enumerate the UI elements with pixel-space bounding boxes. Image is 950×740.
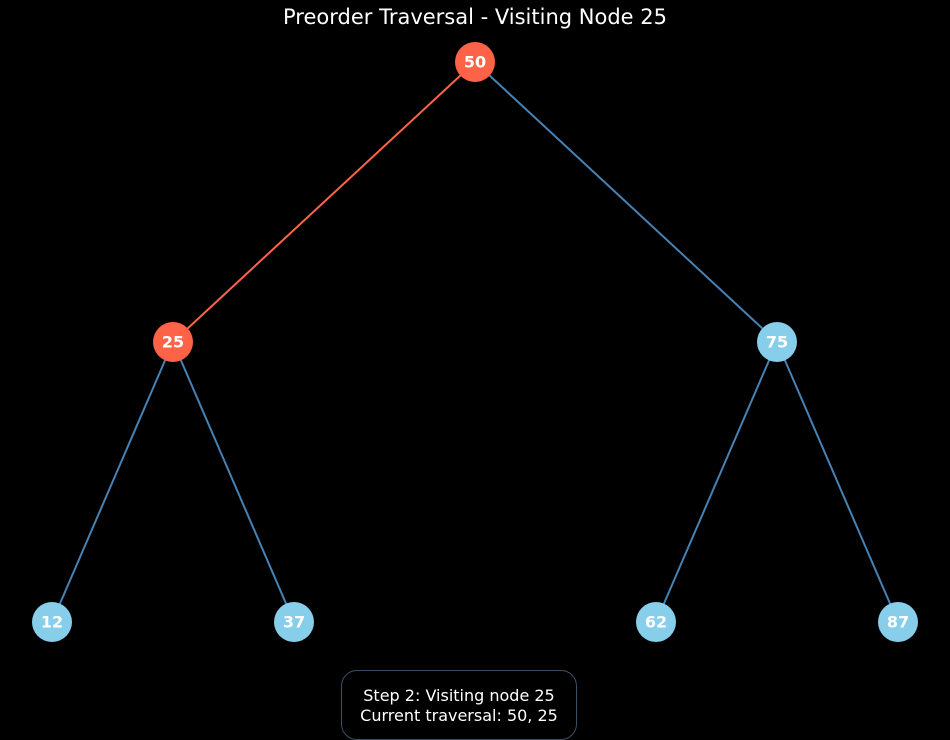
tree-node-25: 25 [153,322,193,362]
edge-25-37 [172,341,295,623]
node-label-62: 62 [645,613,667,632]
edge-50-75 [474,61,778,343]
node-label-25: 25 [162,333,184,352]
edge-75-62 [655,341,778,623]
node-circle-37 [274,602,314,642]
node-label-75: 75 [766,333,788,352]
node-circle-62 [636,602,676,642]
node-circle-25 [153,322,193,362]
diagram-title: Preorder Traversal - Visiting Node 25 [283,5,667,29]
tree-node-87: 87 [878,602,918,642]
node-label-12: 12 [41,613,63,632]
status-step-text: Step 2: Visiting node 25 [363,686,555,705]
status-box: Step 2: Visiting node 25 Current travers… [341,670,577,740]
node-circle-87 [878,602,918,642]
node-circle-75 [757,322,797,362]
node-circle-50 [455,42,495,82]
status-traversal-text: Current traversal: 50, 25 [360,706,558,725]
edge-25-12 [51,341,174,623]
nodes-layer: 50 25 75 12 37 62 87 [32,42,918,642]
tree-node-50: 50 [455,42,495,82]
node-circle-12 [32,602,72,642]
edge-50-25 [172,61,476,343]
edges-layer [51,61,899,623]
tree-node-37: 37 [274,602,314,642]
node-label-50: 50 [464,53,486,72]
tree-node-75: 75 [757,322,797,362]
tree-node-12: 12 [32,602,72,642]
node-label-87: 87 [887,613,909,632]
node-label-37: 37 [283,613,305,632]
tree-node-62: 62 [636,602,676,642]
edge-75-87 [776,341,899,623]
